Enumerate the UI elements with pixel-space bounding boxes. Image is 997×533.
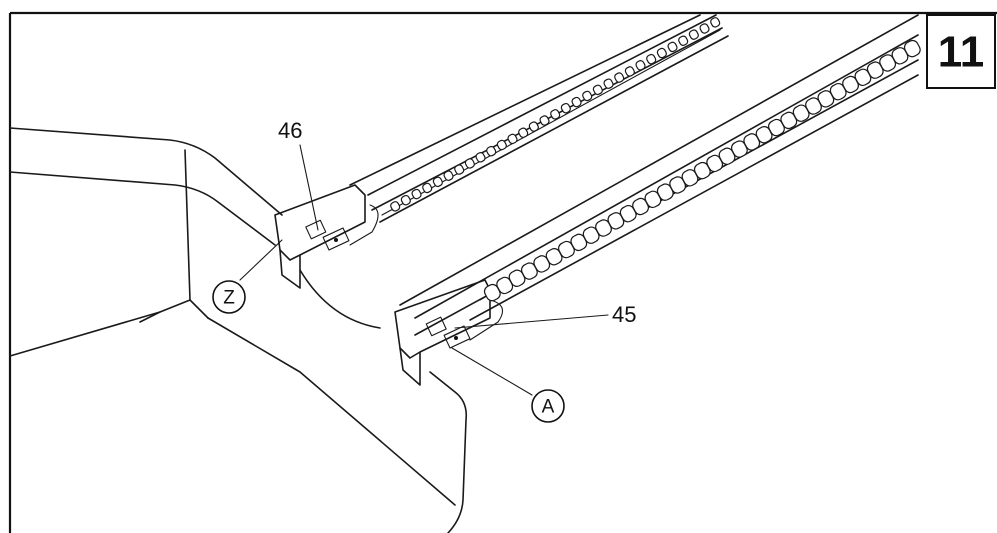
rack-tooth <box>635 60 646 71</box>
callout-a-circle: A <box>531 389 565 423</box>
rack-tooth <box>528 121 539 132</box>
rack-tooth <box>903 39 921 58</box>
bracket-46 <box>274 184 379 289</box>
step-number: 11 <box>938 28 985 77</box>
callout-46: 46 <box>278 118 302 143</box>
rack-tooth <box>432 176 443 188</box>
rack-tooth <box>507 133 518 145</box>
rack-tooth <box>678 35 689 46</box>
rack-tooth <box>656 47 667 59</box>
rack-tooth <box>592 84 603 96</box>
step-number-box: 11 <box>926 14 996 89</box>
callout-a: A <box>542 397 555 418</box>
rack-tooth <box>560 102 571 114</box>
housing <box>9 127 468 533</box>
bracket-45 <box>394 279 504 386</box>
rack-tooth <box>603 78 614 89</box>
rack-tooth <box>571 96 582 108</box>
rack-tooth <box>667 41 678 53</box>
rack-tooth <box>582 90 593 102</box>
rack-tooth <box>475 152 486 163</box>
rack-tooth <box>688 29 699 40</box>
rack-tooth <box>550 109 561 120</box>
rack-tooth <box>454 164 465 175</box>
rack-tooth <box>614 72 625 83</box>
rack-tooth <box>624 66 635 77</box>
rack-tooth <box>496 139 507 151</box>
rack-tooth <box>422 182 433 194</box>
rack-tooth <box>539 115 550 126</box>
rack-tooth <box>646 53 657 65</box>
rack-tooth <box>411 188 422 200</box>
rack-tooth <box>390 201 401 212</box>
callout-z-circle: Z <box>212 280 246 314</box>
callout-45: 45 <box>612 302 636 327</box>
rack-tooth <box>464 158 475 169</box>
lower-rack-teeth <box>483 39 921 302</box>
rack-tooth <box>518 127 529 138</box>
leader-lines <box>239 144 609 396</box>
upper-rack-teeth <box>390 17 721 212</box>
rack-tooth <box>710 17 721 28</box>
rack-tooth <box>486 145 497 157</box>
rack-tooth <box>443 170 454 181</box>
rack-tooth <box>400 194 411 206</box>
callout-z: Z <box>223 288 235 309</box>
rack-tooth <box>699 23 710 34</box>
frame <box>8 11 997 533</box>
